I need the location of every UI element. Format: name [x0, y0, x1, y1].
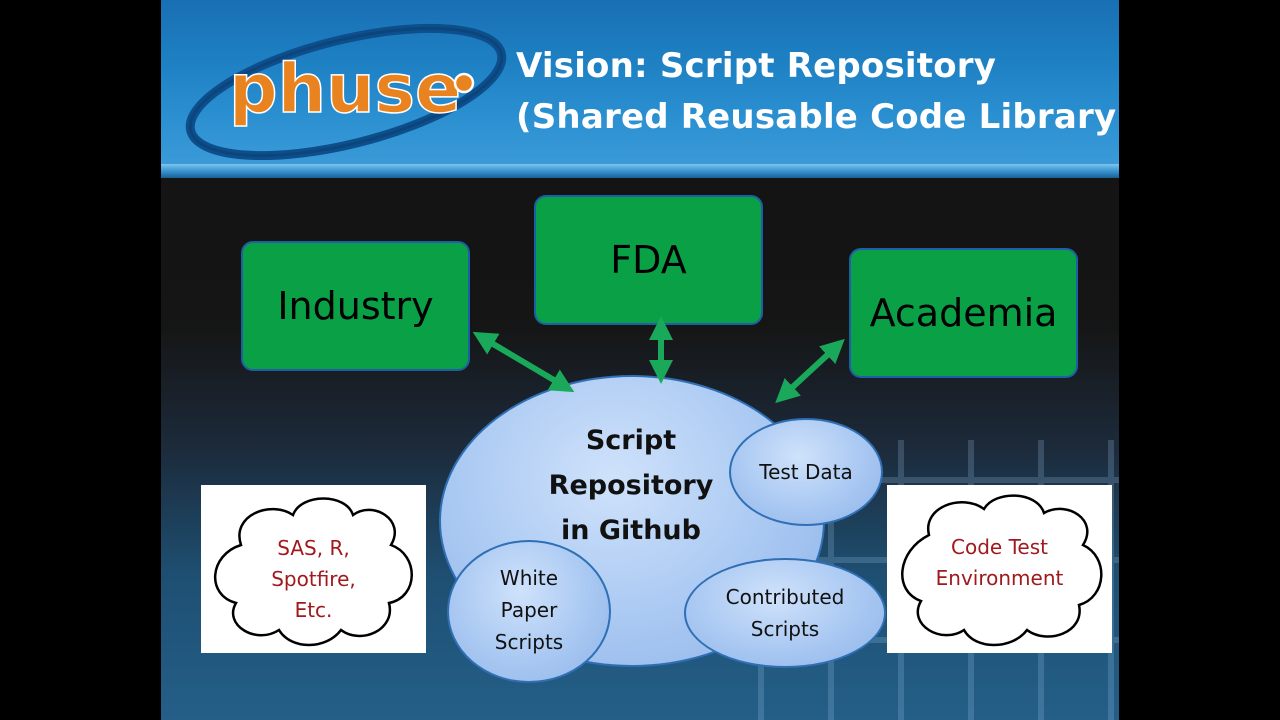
- contributed-scripts-bubble: Contributed Scripts: [684, 558, 886, 668]
- white-paper-label-line-3: Scripts: [494, 629, 564, 654]
- tools-cloud-line-2: Spotfire,: [271, 567, 356, 591]
- contributed-label-line-2: Scripts: [750, 617, 820, 641]
- phuse-logo: phuse: [185, 23, 507, 160]
- slide-title-line-1: Vision: Script Repository: [516, 46, 997, 86]
- white-paper-label-line-2: Paper: [500, 597, 558, 622]
- tools-cloud-line-3: Etc.: [294, 598, 333, 622]
- logo-dot-icon: [453, 72, 475, 94]
- slide-header: phuse Vision: Script Repository (Shared …: [161, 0, 1119, 164]
- cloud-icon: [901, 494, 1103, 647]
- code-test-cloud-panel: Code Test Environment: [887, 485, 1112, 653]
- tools-cloud-line-1: SAS, R,: [277, 536, 350, 560]
- connector-arrows: [472, 316, 845, 404]
- industry-repository-arrow: [472, 331, 575, 393]
- test-data-label: Test Data: [759, 460, 853, 484]
- slide-title-line-2: (Shared Reusable Code Library): [516, 97, 1119, 137]
- header-divider-stripe: [161, 164, 1119, 178]
- fda-box: FDA: [534, 195, 763, 325]
- tools-cloud-panel: SAS, R, Spotfire, Etc.: [201, 485, 426, 653]
- test-data-bubble: Test Data: [729, 418, 883, 526]
- logo-wordmark: phuse: [229, 50, 461, 129]
- white-paper-scripts-bubble: White Paper Scripts: [447, 540, 611, 683]
- contributed-label-line-1: Contributed: [725, 585, 845, 609]
- repository-label-line-3: in Github: [561, 515, 701, 546]
- tools-cloud-label: SAS, R, Spotfire, Etc.: [201, 533, 426, 626]
- white-paper-label-line-1: White: [499, 565, 559, 590]
- academia-repository-arrow: [775, 338, 845, 404]
- slide: phuse Vision: Script Repository (Shared …: [161, 0, 1119, 720]
- code-test-cloud-label: Code Test Environment: [887, 532, 1112, 594]
- script-repository-label: Script Repository in Github: [521, 418, 741, 553]
- repository-label-line-1: Script: [585, 425, 677, 456]
- cloud-icon: [213, 497, 413, 647]
- academia-box: Academia: [849, 248, 1078, 378]
- code-test-cloud-line-2: Environment: [935, 566, 1064, 590]
- industry-box: Industry: [241, 241, 470, 371]
- repository-label-line-2: Repository: [548, 470, 714, 501]
- code-test-cloud-line-1: Code Test: [951, 535, 1048, 559]
